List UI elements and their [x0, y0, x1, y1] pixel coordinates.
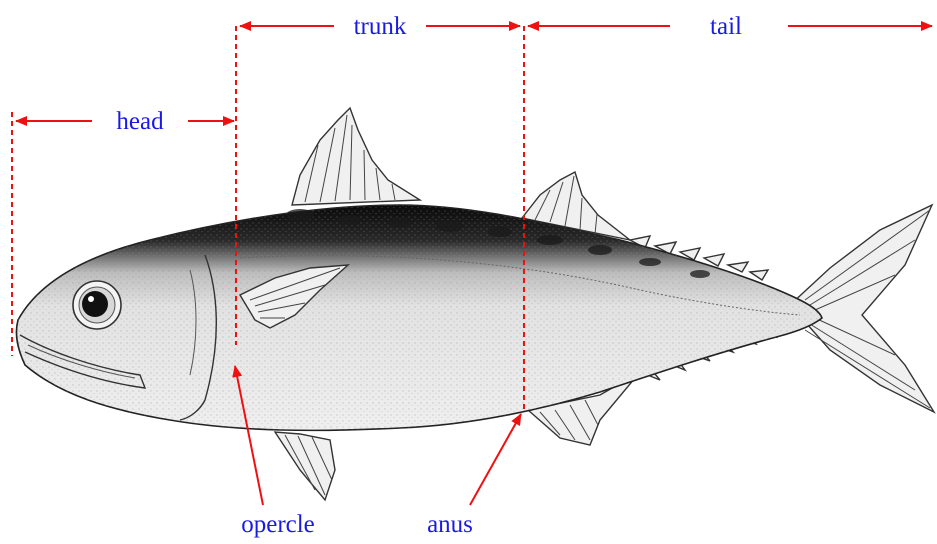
- label-tail: tail: [710, 13, 742, 40]
- fish-body-stipple: [16, 205, 822, 430]
- first-dorsal-fin: [292, 108, 420, 205]
- fish-eye: [73, 281, 121, 329]
- label-anus: anus: [427, 511, 473, 538]
- fish-illustration: [16, 108, 934, 500]
- anus-pointer: [470, 414, 521, 505]
- label-head: head: [116, 108, 164, 135]
- label-trunk: trunk: [354, 13, 407, 40]
- label-opercle: opercle: [241, 511, 315, 538]
